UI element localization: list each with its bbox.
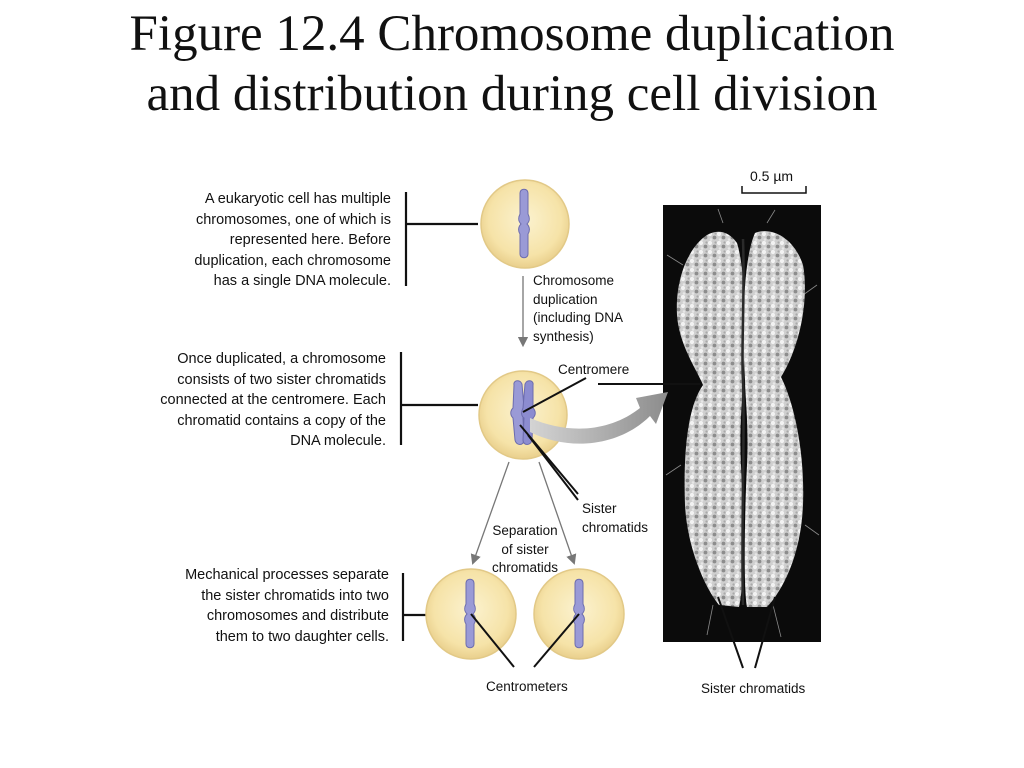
single-chromosome	[519, 189, 530, 258]
daughter-chromosome-left	[465, 579, 476, 648]
sister-chromatids-label: Sister chromatids	[582, 500, 648, 537]
duplication-label: Chromosome duplication (including DNA sy…	[533, 272, 623, 346]
separation-label-line: of sister	[484, 541, 566, 560]
cell-before-duplication	[481, 180, 569, 268]
sister-chromatids-label-line: chromatids	[582, 519, 648, 538]
photo-chromatid-pointer-left	[718, 597, 743, 668]
daughter-chromosome-right	[574, 579, 585, 648]
duplication-label-line: Chromosome	[533, 272, 623, 291]
step1-bracket	[406, 192, 478, 286]
duplication-label-line: (including DNA	[533, 309, 623, 328]
cell-after-duplication	[479, 371, 567, 459]
centrometers-label: Centrometers	[486, 678, 568, 697]
centromere-label: Centromere	[558, 361, 629, 380]
duplication-label-line: synthesis)	[533, 328, 623, 347]
separation-label-line: chromatids	[484, 559, 566, 578]
step3-bracket	[403, 573, 426, 641]
duplication-label-line: duplication	[533, 291, 623, 310]
scale-bar-label: 0.5 µm	[750, 167, 793, 186]
photo-chromatid-pointer-right	[755, 597, 775, 668]
sister-chromatids-label-line: Sister	[582, 500, 648, 519]
scale-bar	[742, 186, 806, 193]
separation-label: Separation of sister chromatids	[484, 522, 566, 578]
step2-bracket	[401, 352, 478, 445]
sister-chromatids-photo-label: Sister chromatids	[701, 680, 805, 699]
separation-label-line: Separation	[484, 522, 566, 541]
